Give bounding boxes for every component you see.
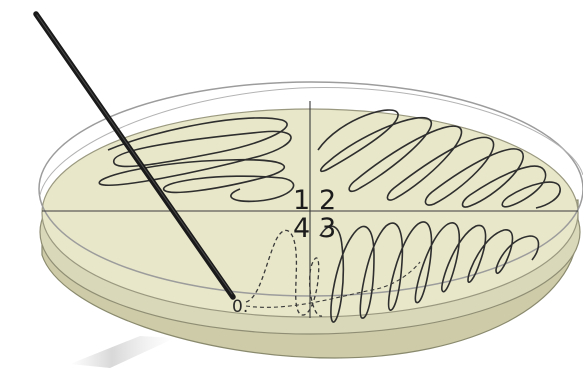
start-point-label: 0. (232, 297, 248, 317)
quadrant-label-3: 3 (319, 213, 336, 244)
quadrant-label-2: 2 (319, 185, 336, 216)
quadrant-label-4: 4 (293, 213, 310, 244)
quadrant-label-1: 1 (293, 185, 310, 216)
floor-shadow (70, 336, 175, 368)
